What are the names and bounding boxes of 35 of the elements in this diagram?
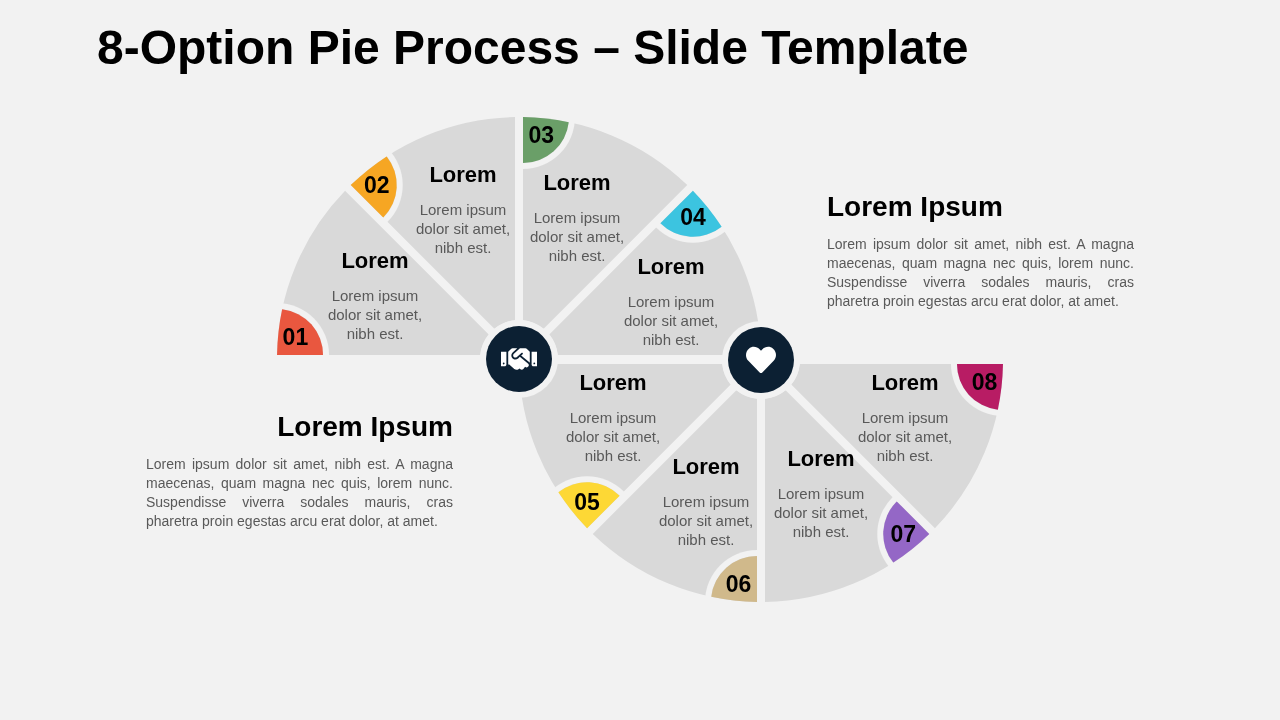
sector-heading: Lorem	[787, 446, 855, 472]
sector-description: Lorem ipsum dolor sit amet, nibh est.	[657, 492, 755, 549]
sector-heading: Lorem	[672, 454, 740, 480]
sector-heading: Lorem	[429, 162, 497, 188]
sector-description: Lorem ipsum dolor sit amet, nibh est.	[528, 208, 626, 265]
sector-description: Lorem ipsum dolor sit amet, nibh est.	[856, 408, 954, 465]
sector-heading: Lorem	[341, 248, 409, 274]
section-heading: Lorem Ipsum	[277, 410, 453, 444]
step-number: 03	[528, 123, 555, 147]
step-number: 05	[574, 490, 600, 514]
step-number: 04	[680, 205, 706, 229]
sector-heading: Lorem	[871, 370, 939, 396]
sector-heading: Lorem	[579, 370, 647, 396]
sector-description: Lorem ipsum dolor sit amet, nibh est.	[414, 200, 512, 257]
step-number: 07	[890, 522, 917, 546]
section-heading: Lorem Ipsum	[827, 190, 1003, 224]
sector-heading: Lorem	[543, 170, 611, 196]
slide-title: 8-Option Pie Process – Slide Template	[97, 23, 969, 73]
number-tab	[350, 156, 397, 218]
sector-description: Lorem ipsum dolor sit amet, nibh est.	[772, 484, 870, 541]
sector-heading: Lorem	[637, 254, 705, 280]
number-tab	[660, 190, 722, 237]
step-number: 02	[363, 173, 390, 197]
step-number: 01	[282, 325, 309, 349]
paragraph: Lorem ipsum dolor sit amet, nibh est. A magna maecenas, quam magna nec quis, lorem nunc. Suspendisse viverra sodales mauris, cras pharetra proin egestas arcu erat dolor, at amet.	[827, 235, 1134, 311]
number-tab	[522, 117, 569, 164]
sector-description: Lorem ipsum dolor sit amet, nibh est.	[622, 292, 720, 349]
number-tab	[711, 555, 757, 602]
paragraph: Lorem ipsum dolor sit amet, nibh est. A magna maecenas, quam magna nec quis, lorem nunc. Suspendisse viverra sodales mauris, cras pharetra proin egestas arcu erat dolor, at amet.	[146, 455, 453, 531]
number-tab	[277, 309, 324, 356]
step-number: 08	[971, 370, 998, 394]
sector-description: Lorem ipsum dolor sit amet, nibh est.	[564, 408, 662, 465]
sector-description: Lorem ipsum dolor sit amet, nibh est.	[326, 286, 424, 343]
step-number: 06	[725, 572, 752, 596]
number-tab	[956, 364, 1003, 410]
